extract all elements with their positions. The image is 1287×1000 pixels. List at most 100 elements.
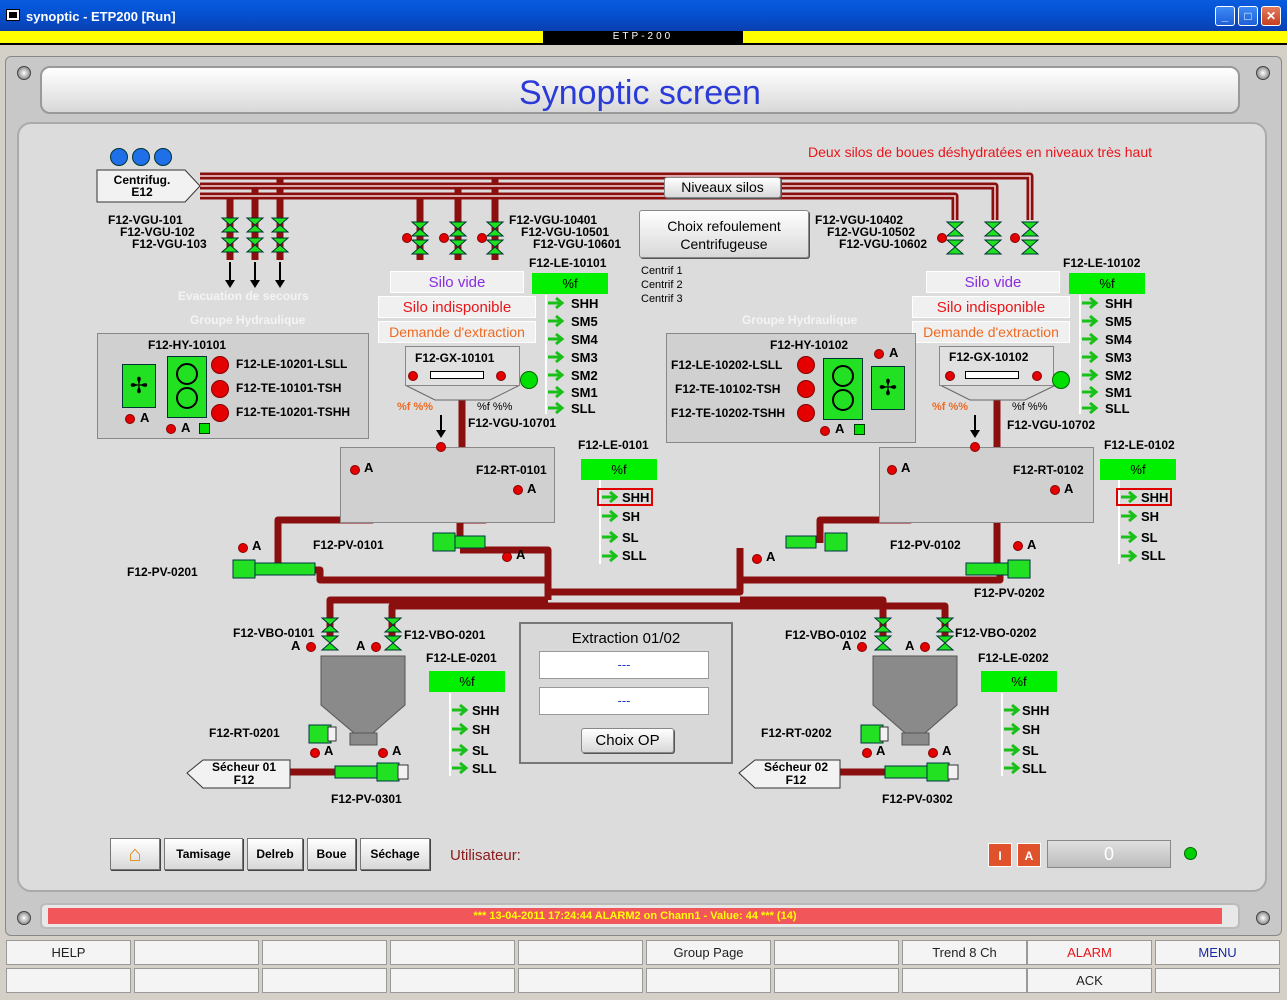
trend-key[interactable]: Trend 8 Ch xyxy=(902,940,1027,965)
level-sll: SLL xyxy=(472,761,497,776)
function-key[interactable] xyxy=(518,968,643,993)
level-sm1: SM1 xyxy=(571,385,598,400)
group-page-key[interactable]: Group Page xyxy=(646,940,771,965)
status-dot xyxy=(371,642,381,652)
home-button[interactable]: ⌂ xyxy=(110,838,160,870)
centrifuge-label: Centrifug.E12 xyxy=(113,173,171,199)
level-alarm-frame xyxy=(1116,488,1172,506)
rt-label: F12-RT-0102 xyxy=(1013,463,1084,477)
level-transmitter-label: F12-LE-0101 xyxy=(578,438,649,452)
status-dot xyxy=(502,552,512,562)
sechage-button[interactable]: Séchage xyxy=(360,838,430,870)
level-value: %f xyxy=(1100,459,1176,480)
function-key[interactable] xyxy=(262,940,387,965)
close-button[interactable]: ✕ xyxy=(1261,6,1281,26)
level-sm4: SM4 xyxy=(1105,332,1132,347)
function-key[interactable] xyxy=(902,968,1027,993)
ack-key[interactable]: ACK xyxy=(1027,968,1152,993)
auto-mode-icon: A xyxy=(766,549,776,564)
alarm-banner[interactable]: *** 13-04-2011 17:24:44 ALARM2 on Chann1… xyxy=(48,908,1222,924)
valve-label: F12-VGU-101 xyxy=(108,213,183,227)
auto-mode-icon: A xyxy=(252,538,262,553)
status-dot xyxy=(306,642,316,652)
level-shh: SHH xyxy=(1022,703,1050,718)
function-key[interactable] xyxy=(518,940,643,965)
function-key[interactable] xyxy=(774,940,899,965)
tshh-label: F12-TE-10202-TSHH xyxy=(671,406,786,420)
function-key[interactable] xyxy=(390,968,515,993)
a-button[interactable]: A xyxy=(1017,843,1041,867)
level-shh: SHH xyxy=(1141,490,1169,505)
status-dot xyxy=(378,748,388,758)
level-shh: SHH xyxy=(472,703,500,718)
level-sll: SLL xyxy=(1141,548,1166,563)
percent-text: %f %% xyxy=(397,401,434,413)
status-dot xyxy=(752,554,762,564)
status-dot xyxy=(166,424,176,434)
function-key[interactable] xyxy=(262,968,387,993)
function-key[interactable] xyxy=(6,968,131,993)
valve-status-dot xyxy=(477,233,487,243)
gauge-bar xyxy=(965,371,1019,379)
extraction-field-2[interactable]: --- xyxy=(539,687,709,715)
gx-label: F12-GX-10102 xyxy=(949,350,1029,364)
percent-text: %f %% xyxy=(1012,401,1048,413)
alarm-key[interactable]: ALARM xyxy=(1027,940,1152,965)
alarm-indicator xyxy=(797,356,815,374)
i-button[interactable]: I xyxy=(988,843,1012,867)
vbo-label: F12-VBO-0202 xyxy=(955,626,1037,640)
auto-mode-icon: A xyxy=(889,345,899,360)
choix-op-button[interactable]: Choix OP xyxy=(581,728,674,753)
status-dot xyxy=(928,748,938,758)
level-sm2: SM2 xyxy=(1105,368,1132,383)
auto-mode-icon: A xyxy=(291,638,301,653)
function-key[interactable] xyxy=(1155,968,1280,993)
app-icon xyxy=(6,9,20,21)
auto-mode-icon: A xyxy=(324,743,334,758)
status-dot xyxy=(496,371,506,381)
boue-button[interactable]: Boue xyxy=(307,838,356,870)
status-dot xyxy=(125,414,135,424)
extraction-field-1[interactable]: --- xyxy=(539,651,709,679)
tsh-label: F12-TE-10102-TSH xyxy=(675,382,781,396)
delreb-button[interactable]: Delreb xyxy=(247,838,303,870)
vbo-label: F12-VBO-0101 xyxy=(233,626,315,640)
level-transmitter-label: F12-LE-10101 xyxy=(529,256,607,270)
level-sll: SLL xyxy=(1105,401,1130,416)
auto-mode-icon: A xyxy=(516,547,526,562)
auto-mode-icon: A xyxy=(901,460,911,475)
maximize-button[interactable]: □ xyxy=(1238,6,1258,26)
alarm-indicator xyxy=(211,380,229,398)
function-key[interactable] xyxy=(134,940,259,965)
auto-mode-icon: A xyxy=(1064,481,1074,496)
menu-key[interactable]: MENU xyxy=(1155,940,1280,965)
help-key[interactable]: HELP xyxy=(6,940,131,965)
auto-mode-icon: A xyxy=(905,638,915,653)
function-key[interactable] xyxy=(134,968,259,993)
rt-label: F12-RT-0201 xyxy=(209,726,280,740)
fan-icon: ✢ xyxy=(871,366,905,410)
valve-status-dot xyxy=(1010,233,1020,243)
level-sll: SLL xyxy=(1022,761,1047,776)
hy-label: F12-HY-10101 xyxy=(148,338,227,352)
function-key[interactable] xyxy=(774,968,899,993)
valve-label: F12-VGU-10401 xyxy=(509,213,598,227)
status-dot xyxy=(920,642,930,652)
run-indicator xyxy=(854,424,865,435)
level-sm3: SM3 xyxy=(571,350,598,365)
auto-mode-icon: A xyxy=(356,638,366,653)
level-sh: SH xyxy=(1022,722,1041,737)
silo-vide-label: Silo vide xyxy=(926,271,1060,293)
function-key[interactable] xyxy=(390,940,515,965)
function-key[interactable] xyxy=(646,968,771,993)
screw-icon xyxy=(17,911,31,925)
minimize-button[interactable]: _ xyxy=(1215,6,1235,26)
pump-icon xyxy=(823,358,863,420)
valve-label: F12-VGU-102 xyxy=(120,225,195,239)
level-sm2: SM2 xyxy=(571,368,598,383)
tamisage-button[interactable]: Tamisage xyxy=(164,838,243,870)
niveaux-silos-button[interactable]: Niveaux silos xyxy=(664,177,781,198)
status-dot xyxy=(350,465,360,475)
